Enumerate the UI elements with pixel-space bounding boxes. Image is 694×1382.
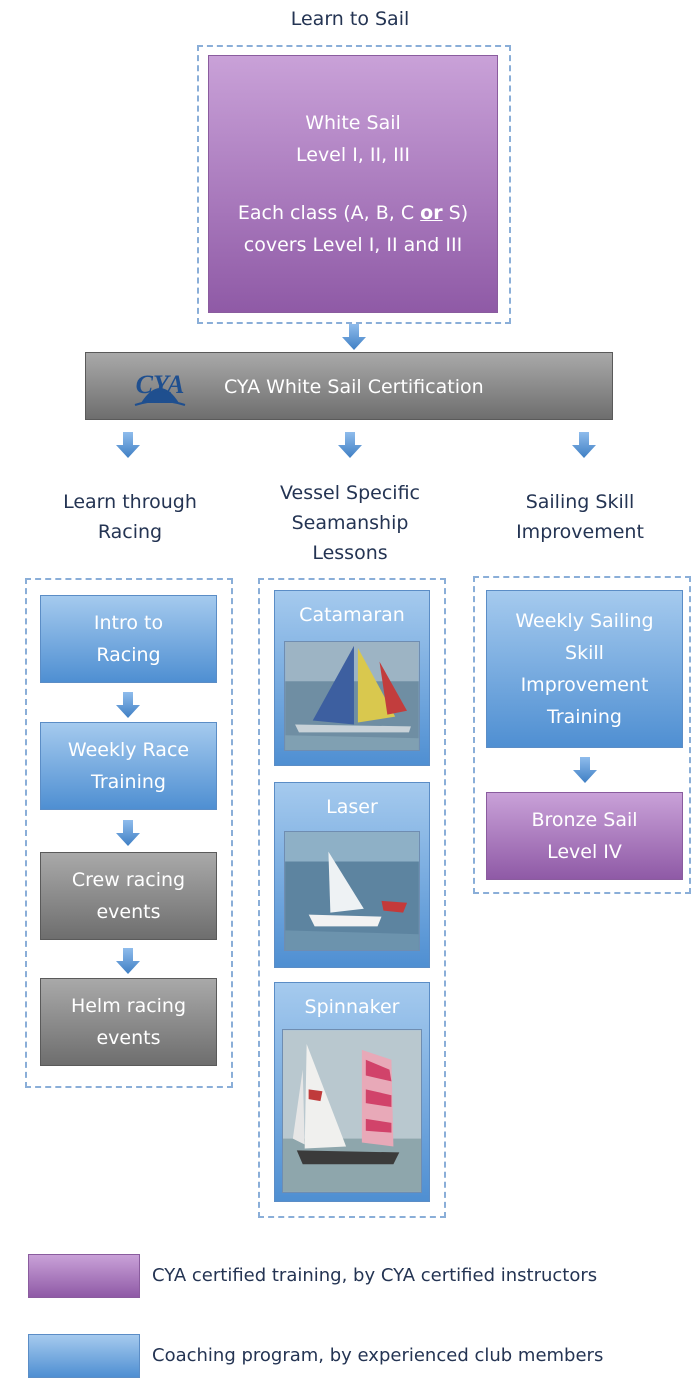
vessel-heading: Vessel Specific Seamanship Lessons: [280, 482, 420, 564]
white-sail-line1: White Sail: [305, 112, 401, 134]
white-sail-box: White Sail Level I, II, III Each class (…: [208, 55, 498, 313]
white-sail-line2: Level I, II, III: [296, 144, 410, 166]
skill-group: [473, 576, 691, 894]
cya-certification-bar: CYA CYA White Sail Certification: [85, 352, 613, 420]
class-line2: covers Level I, II and III: [243, 234, 463, 256]
legend-swatch-cya: [28, 1254, 140, 1298]
down-arrow-icon: [116, 820, 140, 846]
cya-logo-icon: CYA: [134, 370, 186, 406]
spinnaker-photo: [282, 1029, 422, 1193]
svg-text:CYA: CYA: [136, 370, 185, 399]
vessel-group: [258, 578, 446, 1218]
down-arrow-icon: [342, 324, 366, 350]
skill-heading: Sailing Skill Improvement: [516, 491, 644, 543]
down-arrow-icon: [572, 432, 596, 458]
down-arrow-icon: [116, 692, 140, 718]
catamaran-label: Catamaran: [299, 604, 405, 626]
class-line1: Each class (A, B, C or S): [237, 202, 469, 224]
racing-group: [25, 578, 233, 1088]
down-arrow-icon: [116, 432, 140, 458]
catamaran-photo: [284, 641, 420, 751]
laser-photo: [284, 831, 420, 951]
racing-heading: Learn through Racing: [63, 491, 197, 543]
legend-label-coaching: Coaching program, by experienced club me…: [152, 1345, 604, 1366]
laser-label: Laser: [326, 796, 378, 818]
down-arrow-icon: [116, 948, 140, 974]
learn-to-sail-title: Learn to Sail: [290, 8, 410, 30]
legend-label-cya: CYA certified training, by CYA certified…: [152, 1265, 598, 1286]
legend-swatch-coaching: [28, 1334, 140, 1378]
catamaran-box: Catamaran: [274, 590, 430, 766]
learn-to-sail-group: [197, 45, 511, 324]
down-arrow-icon: [573, 757, 597, 783]
down-arrow-icon: [338, 432, 362, 458]
cya-certification-label: CYA White Sail Certification: [224, 376, 484, 398]
weekly-sailing-skill-box: Weekly Sailing Skill Improvement Trainin…: [486, 590, 683, 748]
spinnaker-box: Spinnaker: [274, 982, 430, 1202]
laser-box: Laser: [274, 782, 430, 968]
spinnaker-label: Spinnaker: [304, 996, 400, 1018]
